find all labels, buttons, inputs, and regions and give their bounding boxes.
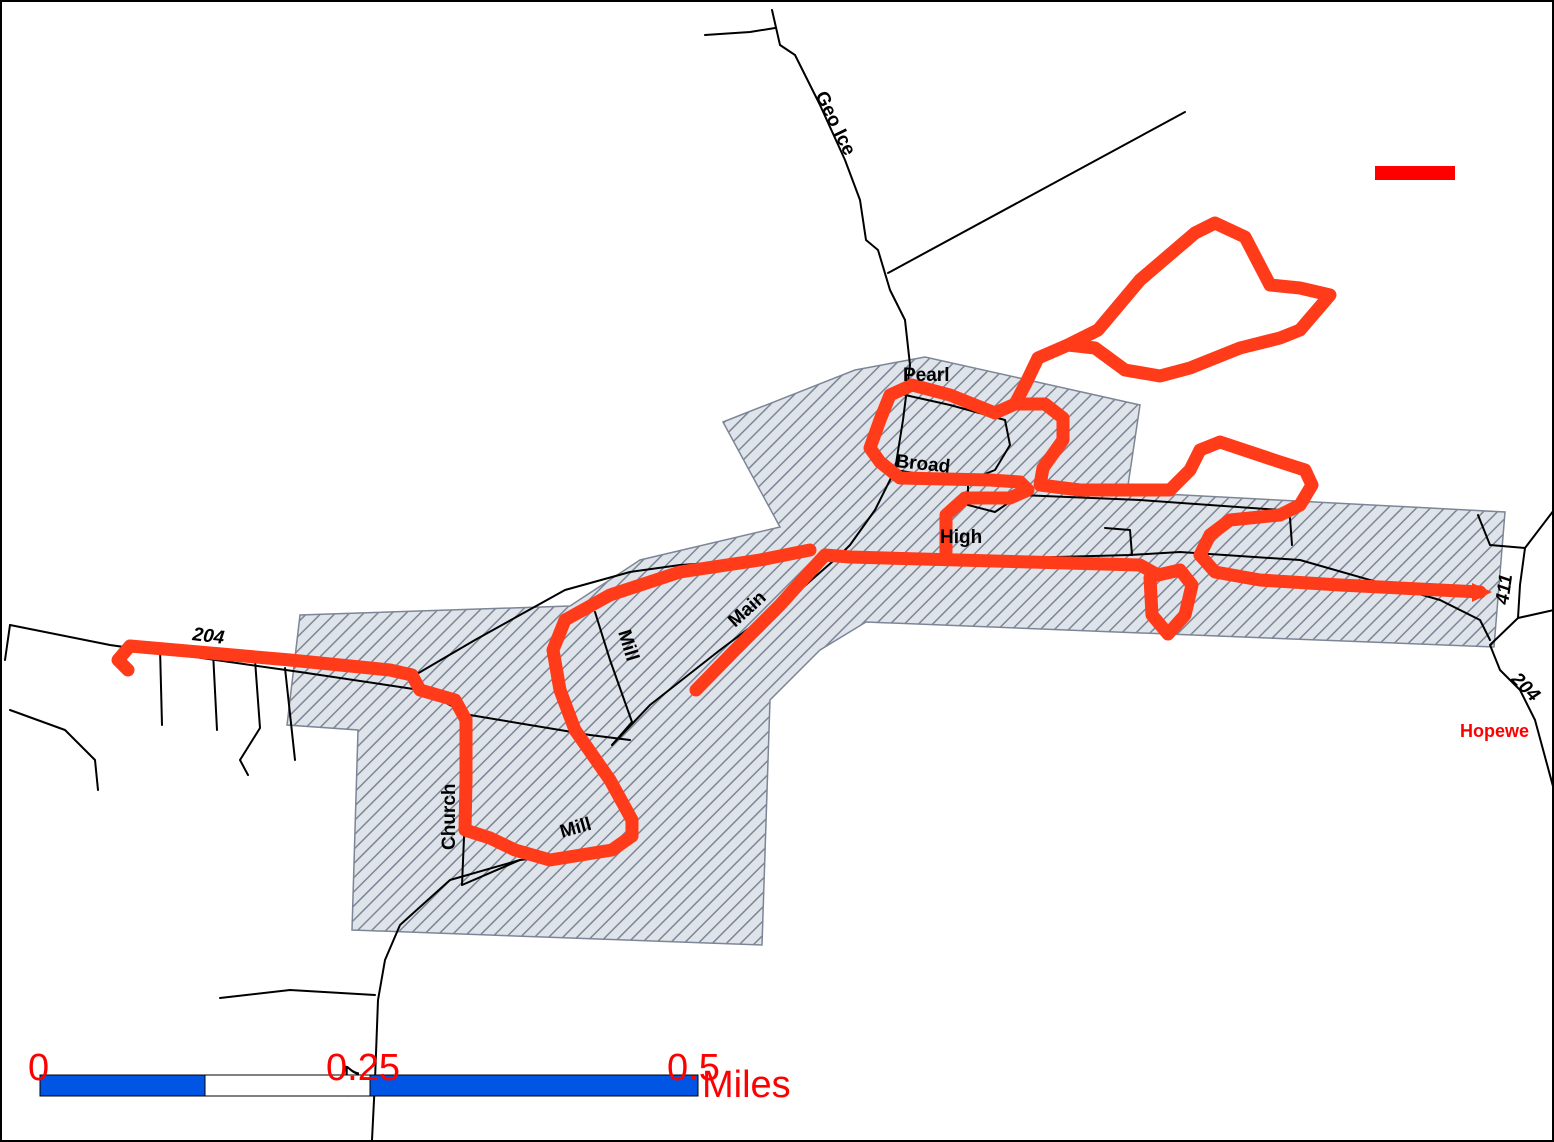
route-line-west [689,548,1199,697]
road-east-spur [1104,527,1133,556]
street-label-pearl: Pearl [903,365,949,386]
scale-bar-segment-3 [369,1074,699,1097]
street-label-high: High [940,527,982,548]
road-north-connector [839,364,911,556]
route-label-411: 411 [1492,573,1517,607]
route-line-loop-south [111,543,817,867]
route-overlay [111,216,1492,867]
road-spur-3 [239,659,261,776]
scale-label-0: 0 [28,1047,49,1089]
road-southwest-spur [219,989,376,999]
scale-bar-segment-1 [39,1074,206,1097]
legend-route-swatch [1375,166,1455,180]
place-label-hopewell: Hopewe [1460,721,1529,741]
road-west-branch [4,624,11,661]
scale-bar: 0 0.25 0.5 Miles [28,1047,791,1106]
road-geo-ice [771,9,911,366]
road-east-junction [1477,509,1554,549]
route-line-north-loops [863,378,1487,599]
road-spur-1 [159,647,163,726]
road-main [611,554,841,746]
route-label-204-west: 204 [190,624,225,649]
road-northwest-spur [704,27,776,36]
road-spur-2 [212,651,218,731]
scale-label-025: 0.25 [326,1047,400,1089]
street-label-church: Church [439,784,460,851]
route-line-northeast-loop [1008,216,1337,411]
route-end-arrow [1472,583,1492,602]
road-route-411 [1517,547,1554,619]
road-west-lower [9,709,99,791]
scale-label-05: 0.5 [667,1047,720,1089]
scale-unit-label: Miles [702,1064,791,1106]
road-spur-4 [284,667,296,761]
road-northeast-diagonal [887,111,1186,274]
road-route-204-east [1489,617,1554,791]
